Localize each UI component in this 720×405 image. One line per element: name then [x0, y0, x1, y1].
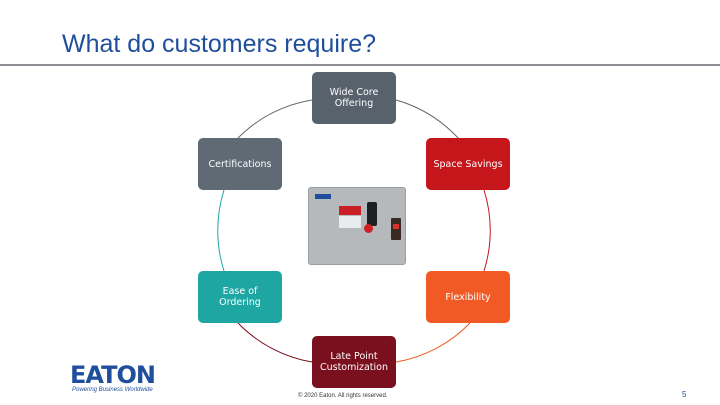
page-number: 5 — [682, 390, 687, 399]
cycle-item-late-point-customization: Late Point Customization — [312, 336, 396, 388]
title-divider — [0, 64, 720, 66]
enclosure-product-image — [308, 187, 406, 265]
arc-cert-to-wide — [237, 99, 313, 139]
copyright-notice: © 2020 Eaton. All rights reserved. — [298, 393, 388, 399]
cycle-item-wide-core-offering: Wide Core Offering — [312, 72, 396, 124]
logo-tagline: Powering Business Worldwide — [72, 387, 153, 393]
side-switch-icon — [391, 218, 401, 240]
cycle-item-flexibility: Flexibility — [426, 271, 510, 323]
cycle-item-ease-of-ordering: Ease of Ordering — [198, 271, 282, 323]
side-indicator-icon — [393, 224, 399, 229]
enclosure-info-label — [339, 216, 361, 228]
slide-title: What do customers require? — [62, 30, 377, 58]
arc-late-to-ease — [237, 322, 313, 363]
cycle-item-certifications: Certifications — [198, 138, 282, 190]
arc-flex-to-late — [395, 322, 471, 363]
red-knob-icon — [364, 224, 373, 233]
enclosure-logo-plate — [315, 194, 331, 199]
cycle-item-space-savings: Space Savings — [426, 138, 510, 190]
disconnect-handle-icon — [367, 202, 377, 226]
eaton-logo: EATON — [70, 361, 156, 389]
arc-ease-to-cert — [217, 189, 225, 272]
enclosure-warning-label — [339, 206, 361, 215]
arc-space-to-flex — [483, 189, 491, 272]
